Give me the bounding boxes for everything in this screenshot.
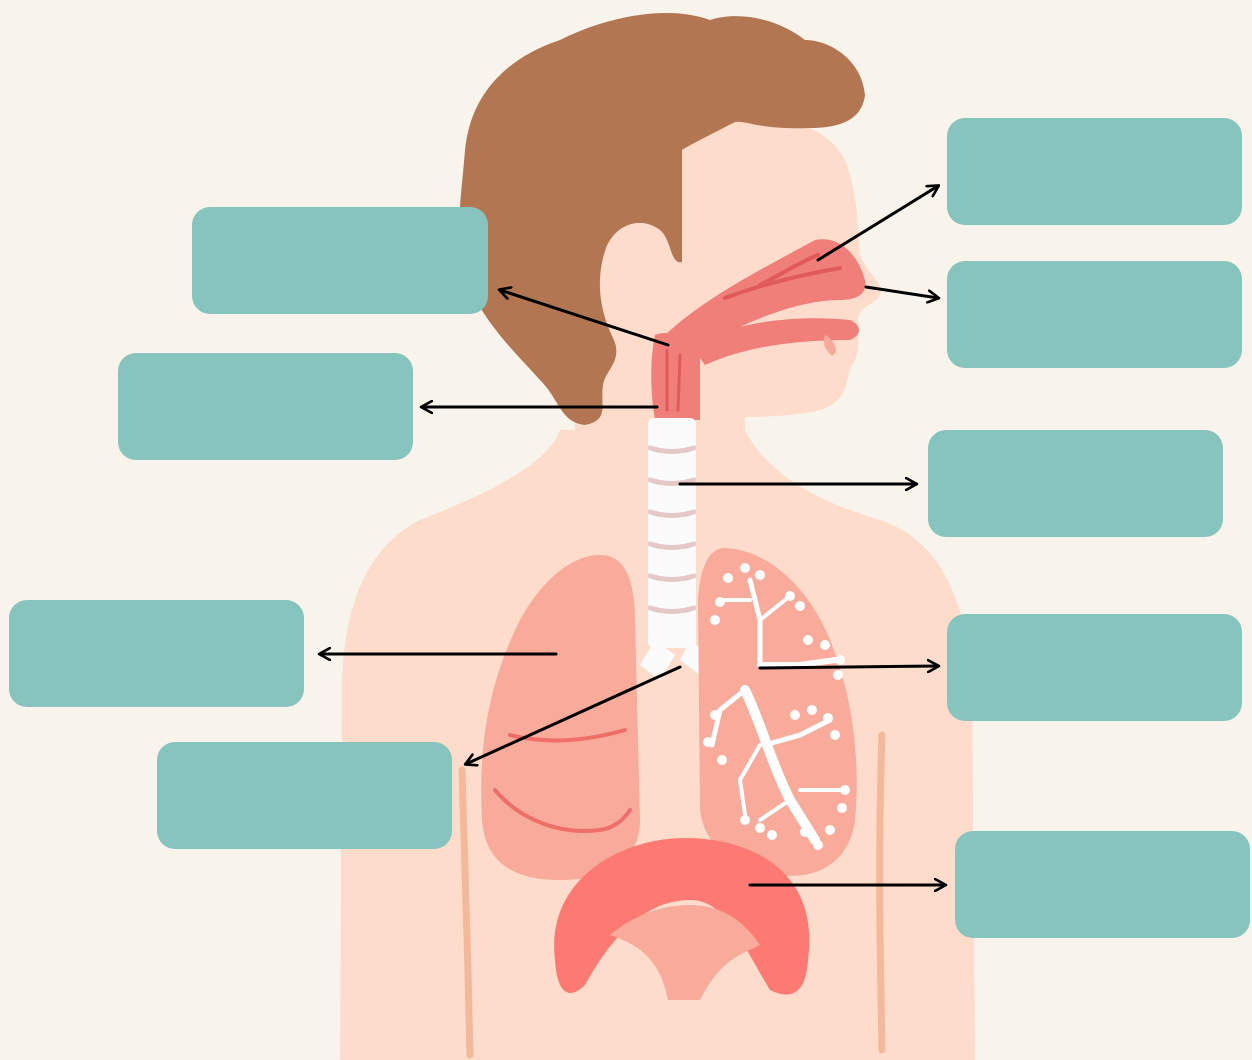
label-box-nostril[interactable] [947, 261, 1242, 368]
pharynx [651, 333, 700, 420]
arrow-icon [760, 666, 938, 668]
right-arm-edge [880, 735, 882, 1050]
label-box-diaphragm[interactable] [955, 831, 1250, 938]
label-box-nasal-cavity[interactable] [947, 118, 1242, 225]
label-box-trachea[interactable] [928, 430, 1223, 537]
label-box-bronchioles[interactable] [947, 614, 1242, 721]
label-box-lung[interactable] [9, 600, 304, 707]
label-box-larynx[interactable] [118, 353, 413, 460]
label-box-pharynx[interactable] [192, 207, 488, 314]
label-box-bronchus[interactable] [157, 742, 452, 849]
